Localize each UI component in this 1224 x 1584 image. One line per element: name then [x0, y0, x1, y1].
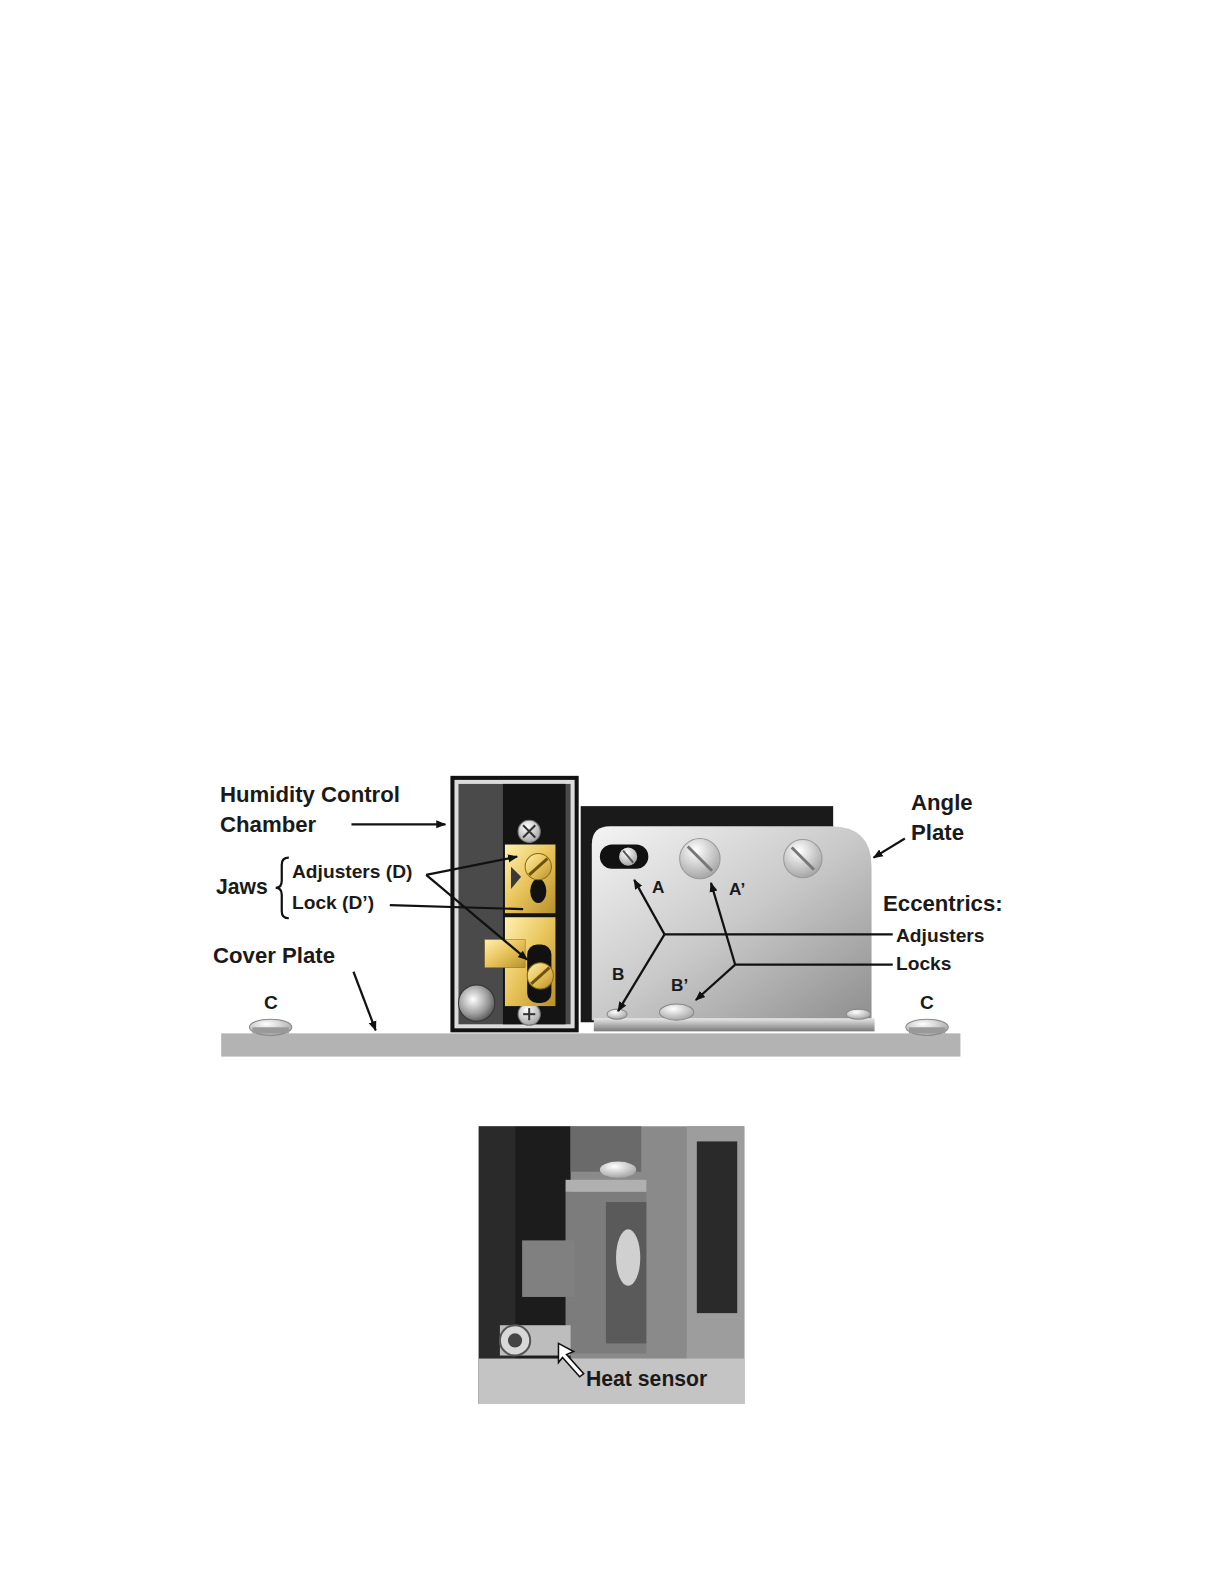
part-name: Lock (D’)	[292, 892, 374, 914]
callout-letter: B	[612, 965, 624, 985]
callout-letter: A	[652, 878, 664, 898]
part-name: Locks	[896, 953, 951, 975]
part-name: Angle Plate	[911, 788, 992, 848]
angle-plate	[592, 826, 872, 1020]
callout-letter: B’	[671, 976, 688, 996]
eccentric-slot	[600, 845, 648, 869]
screw	[906, 1019, 948, 1035]
part-name: Eccentrics:	[883, 891, 1003, 917]
part-name: Cover Plate	[213, 943, 335, 969]
screw	[784, 839, 822, 877]
callout-letter: C	[920, 992, 934, 1014]
part-name: Heat sensor	[586, 1367, 707, 1391]
flange	[594, 1018, 875, 1031]
screw	[680, 838, 720, 878]
photo	[479, 1126, 745, 1404]
callout-letter: C	[264, 992, 278, 1014]
knob	[458, 985, 494, 1021]
part-name: Adjusters	[896, 925, 985, 947]
part-name: Jaws	[216, 875, 268, 899]
jaw	[505, 845, 555, 914]
part-name: Humidity Control Chamber	[220, 780, 422, 840]
cover-plate	[221, 1033, 960, 1056]
part-name: Adjusters (D)	[292, 861, 412, 883]
screw	[249, 1019, 291, 1035]
callout-letter: A’	[729, 880, 745, 900]
chamber	[450, 776, 578, 1033]
sensor-pointer	[558, 1343, 583, 1376]
